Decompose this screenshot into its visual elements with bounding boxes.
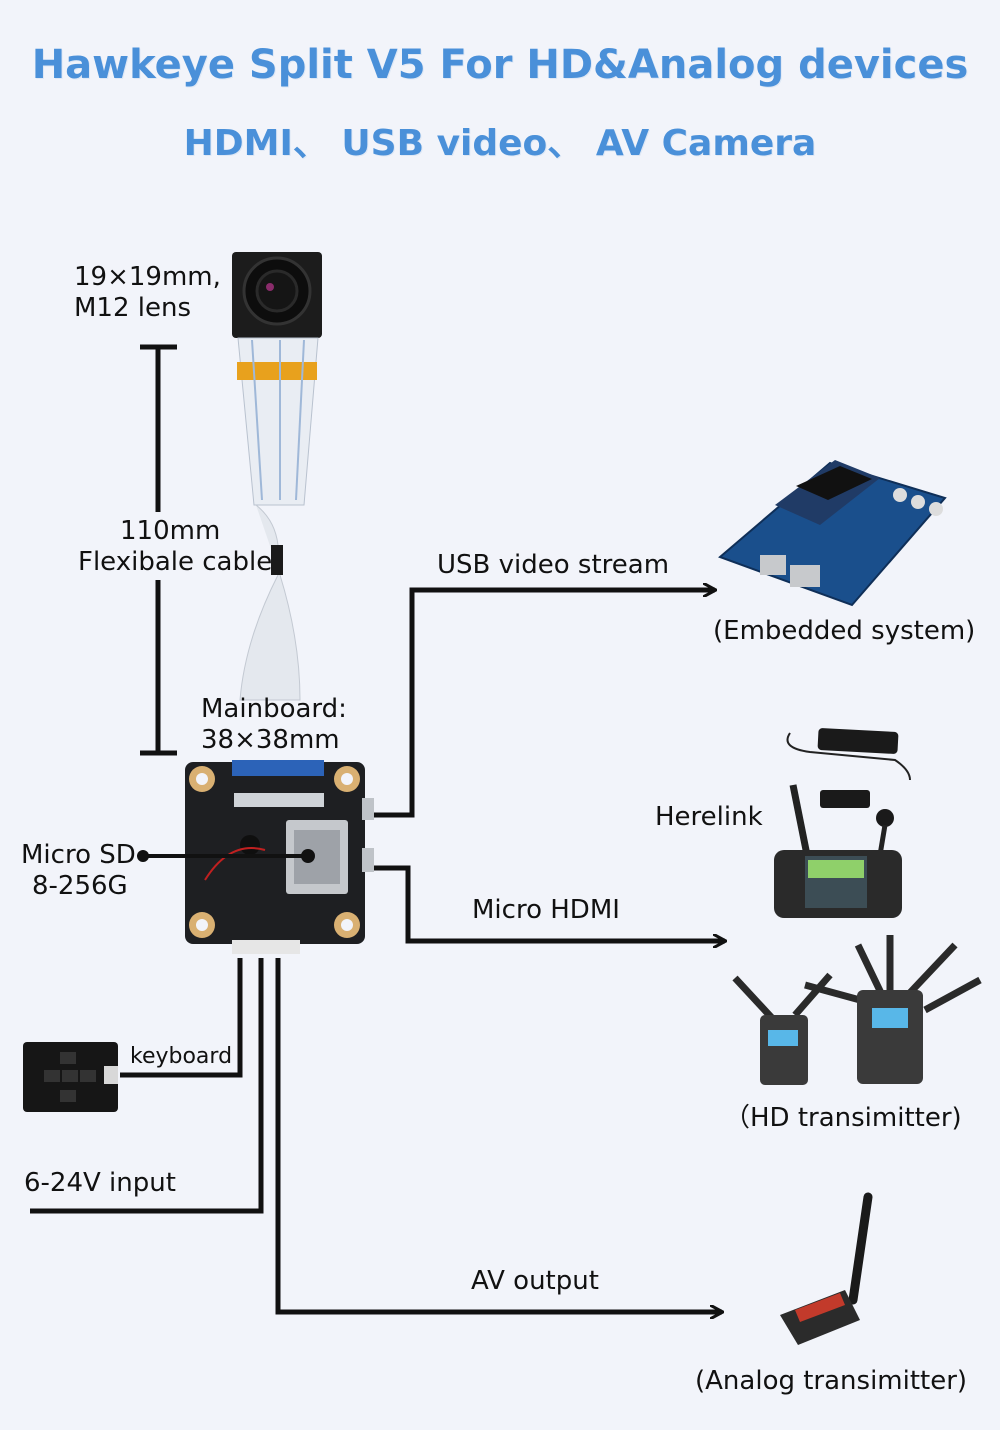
keyboard-label: keyboard — [130, 1044, 233, 1069]
camera-module-image — [232, 252, 322, 338]
power-connection-line — [30, 958, 264, 1214]
usb-connection-line — [374, 590, 715, 818]
av-connection-line — [275, 958, 722, 1312]
hd-transmitter-image — [732, 935, 982, 1085]
sd-card-label: Micro SD — [21, 840, 136, 870]
sd-card-pointer — [137, 849, 315, 863]
camera-lens-label: M12 lens — [74, 293, 192, 323]
power-input-label: 6-24V input — [24, 1168, 176, 1198]
keyboard-image — [23, 1042, 118, 1112]
diagram-subtitle: HDMI、 USB video、 AV Camera — [183, 123, 817, 164]
mainboard-image — [185, 760, 374, 954]
camera-size-label: 19×19mm, — [74, 262, 221, 292]
keyboard-connection-line — [120, 958, 243, 1078]
embedded-system-image — [718, 460, 947, 607]
sd-card-capacity-label: 8-256G — [32, 871, 128, 901]
hdmi-connection-line — [374, 865, 725, 941]
diagram-title: Hawkeye Split V5 For HD&Analog devices — [31, 42, 969, 88]
cable-type-label: Flexibale cable — [78, 547, 273, 577]
hdmi-output-label: Micro HDMI — [472, 895, 620, 925]
flex-cable-image — [237, 337, 319, 701]
analog-transmitter-label: (Analog transimitter) — [695, 1366, 968, 1396]
cable-length-label: 110mm — [120, 516, 221, 546]
mainboard-size-label: 38×38mm — [201, 725, 340, 755]
herelink-image — [774, 728, 911, 918]
herelink-label: Herelink — [655, 802, 763, 832]
cable-length-dimension — [140, 344, 177, 756]
av-output-label: AV output — [471, 1266, 599, 1296]
hd-transmitter-label: （HD transimitter) — [724, 1103, 962, 1133]
embedded-system-label: (Embedded system) — [713, 616, 976, 646]
usb-output-label: USB video stream — [437, 550, 670, 580]
mainboard-label: Mainboard: — [201, 694, 347, 724]
analog-transmitter-image — [780, 1192, 873, 1345]
